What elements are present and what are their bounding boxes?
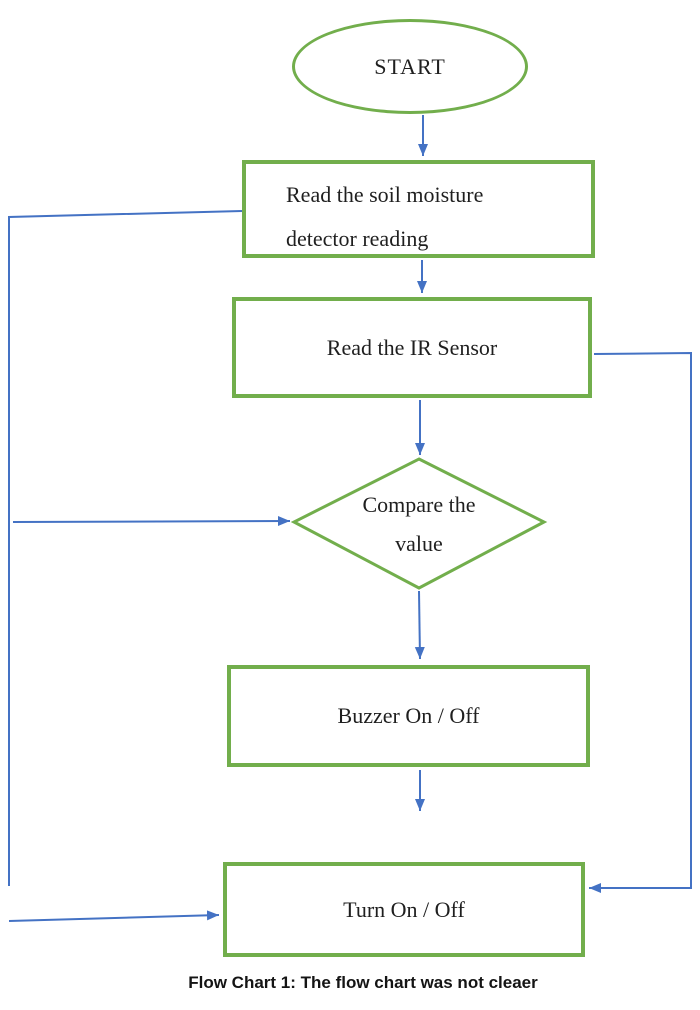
arrow-left-to-compare bbox=[12, 516, 291, 527]
node-read-soil-line-2: detector reading bbox=[286, 226, 429, 251]
figure-caption: Flow Chart 1: The flow chart was not cle… bbox=[188, 973, 538, 992]
node-compare-value: Compare the value bbox=[294, 459, 544, 588]
arrow-left-to-turn bbox=[8, 910, 220, 922]
node-compare-line-1: Compare the bbox=[362, 491, 476, 517]
node-buzzer-on-off: Buzzer On / Off bbox=[227, 665, 590, 767]
arrow-compare-to-buzzer bbox=[414, 590, 425, 660]
feedback-line-right bbox=[589, 351, 692, 893]
node-read-ir-label: Read the IR Sensor bbox=[326, 334, 498, 360]
node-turn-label: Turn On / Off bbox=[343, 896, 465, 922]
node-start-label: START bbox=[374, 53, 446, 79]
node-start: START bbox=[292, 19, 528, 114]
feedback-line-left bbox=[8, 210, 243, 886]
node-read-ir-sensor: Read the IR Sensor bbox=[232, 297, 592, 398]
node-compare-line-2: value bbox=[395, 530, 443, 556]
node-buzzer-label: Buzzer On / Off bbox=[337, 703, 480, 729]
node-read-soil-moisture: Read the soil moisture detector reading bbox=[242, 160, 595, 258]
node-turn-on-off: Turn On / Off bbox=[223, 862, 585, 957]
decision-diamond-shape bbox=[290, 457, 548, 590]
node-read-soil-line-1: Read the soil moisture bbox=[286, 182, 484, 207]
